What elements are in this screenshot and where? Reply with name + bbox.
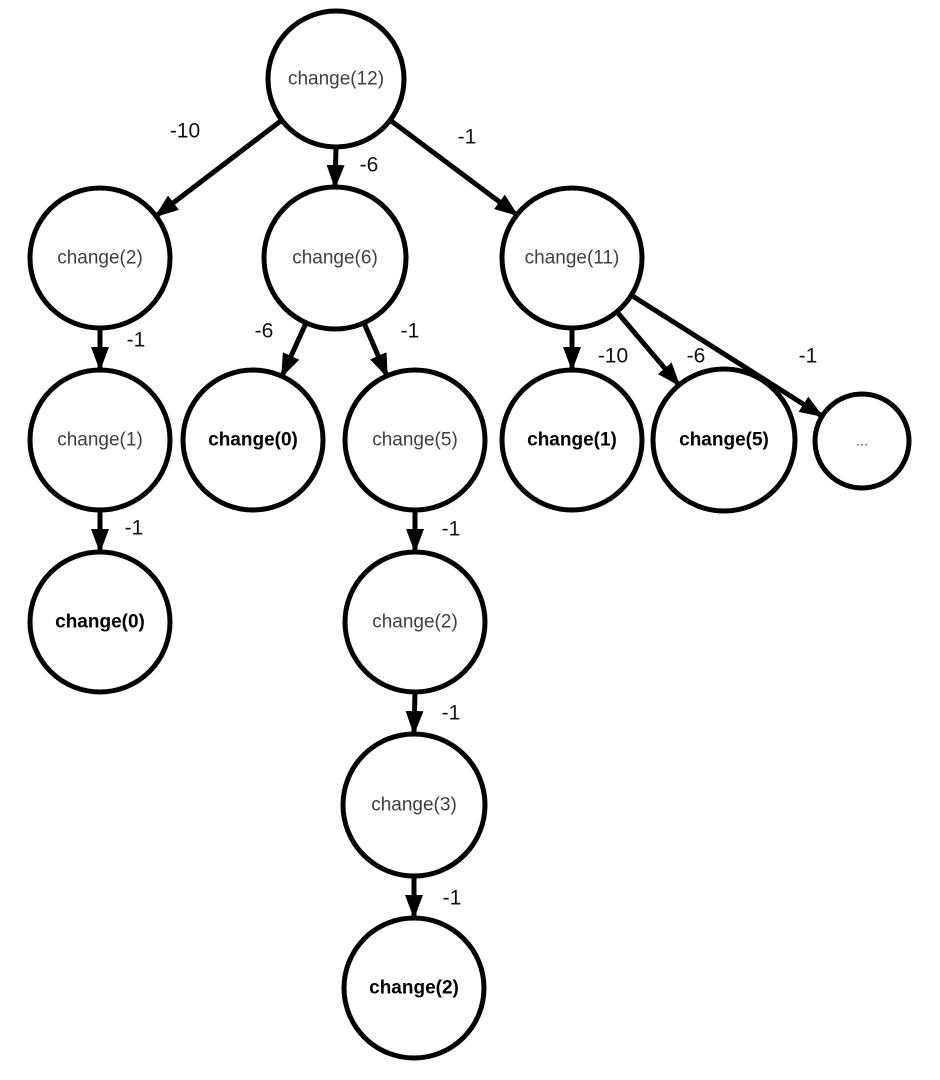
node-circle [499, 367, 645, 513]
edge-change12-to-change11: -1 [388, 117, 519, 218]
node-label: change(2) [57, 248, 143, 269]
node-change0-mid: change(0) [180, 367, 326, 513]
edge-change2-to-change3: -1 [405, 691, 461, 735]
node-change5-right: change(5) [650, 366, 798, 514]
edge-weight-label: -1 [442, 702, 461, 725]
node-label: change(1) [527, 430, 617, 451]
edge-change1-to-change0: -1 [91, 510, 144, 553]
node-circle [650, 366, 798, 514]
edge-change12-to-change2: -10 [154, 118, 284, 218]
node-circle [180, 367, 326, 513]
node-label: change(2) [372, 612, 458, 633]
node-label: change(11) [525, 248, 620, 269]
edge-weight-label: -1 [443, 887, 462, 910]
node-circle [341, 915, 487, 1061]
node-circle [499, 185, 645, 331]
edge-weight-label: -1 [458, 126, 477, 149]
node-circle [340, 731, 488, 879]
node-circle [342, 549, 488, 695]
node-circle [342, 367, 488, 513]
edge-line [388, 117, 519, 218]
node-change6-mid: change(6) [261, 184, 409, 332]
node-circle [261, 184, 409, 332]
edge-change11-to-ellipsis: -1 [629, 292, 824, 419]
edge-change11-to-change5: -6 [615, 310, 706, 387]
node-change2-chain1: change(2) [342, 549, 488, 695]
node-label: change(2) [369, 978, 459, 999]
node-change1-left: change(1) [27, 367, 173, 513]
edge-line [279, 321, 309, 378]
edge-weight-label: -1 [799, 345, 818, 368]
node-label: ... [856, 433, 869, 450]
node-label: change(3) [371, 795, 457, 816]
node-change1-right: change(1) [499, 367, 645, 513]
node-label: change(0) [55, 612, 145, 633]
edge-weight-label: -1 [442, 518, 461, 541]
node-ellipsis: ... [812, 391, 912, 491]
edge-change3-to-change2: -1 [405, 876, 462, 919]
edge-weight-label: -1 [401, 320, 420, 343]
node-change3-chain: change(3) [340, 731, 488, 879]
node-circle [812, 391, 912, 491]
node-label: change(0) [208, 430, 298, 451]
edge-weight-label: -6 [255, 320, 274, 343]
node-circle [27, 367, 173, 513]
edge-change6-to-change0: -6 [255, 320, 309, 378]
node-label: change(1) [57, 430, 143, 451]
node-change5-mid: change(5) [342, 367, 488, 513]
edge-line [405, 691, 424, 735]
edge-change11-to-change1: -10 [563, 328, 628, 371]
node-label: change(5) [679, 430, 769, 451]
edge-line [326, 146, 345, 189]
node-change12-root: change(12) [265, 8, 407, 150]
edge-weight-label: -10 [170, 120, 200, 143]
node-change2-chain2: change(2) [341, 915, 487, 1061]
node-label: change(5) [372, 430, 458, 451]
edge-weight-label: -6 [360, 154, 379, 177]
edge-change12-to-change6: -6 [326, 146, 379, 189]
node-change11-right: change(11) [499, 185, 645, 331]
node-circle [265, 8, 407, 150]
edge-change5-to-change2: -1 [406, 510, 461, 553]
node-circle [27, 549, 173, 695]
node-label: change(6) [292, 248, 378, 269]
edge-weight-label: -1 [127, 329, 146, 352]
node-label: change(12) [288, 69, 384, 90]
node-circle [27, 185, 173, 331]
edge-line [615, 310, 681, 387]
edge-weight-label: -1 [125, 517, 144, 540]
edge-line [154, 118, 284, 218]
edge-line [629, 292, 824, 419]
node-change2-left: change(2) [27, 185, 173, 331]
edge-change6-to-change5: -1 [361, 320, 420, 378]
edge-change2-to-change1: -1 [91, 328, 146, 371]
edge-line [361, 322, 390, 378]
edge-weight-label: -10 [598, 345, 628, 368]
edge-weight-label: -6 [687, 345, 706, 368]
node-change0-left: change(0) [27, 549, 173, 695]
